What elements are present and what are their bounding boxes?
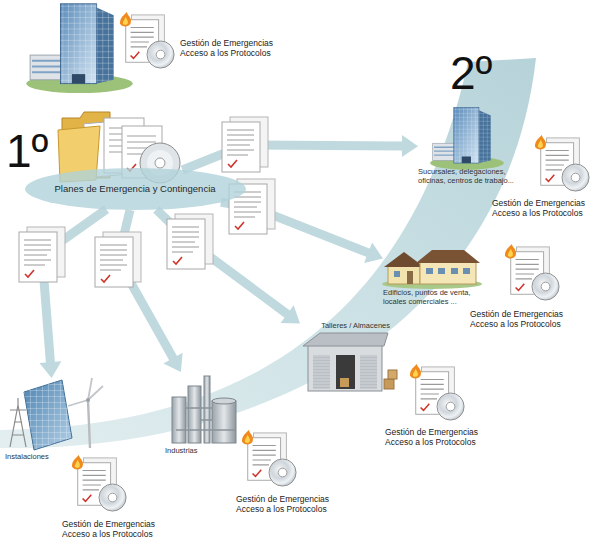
protocol-note: Gestión de Emergencias Acceso a los Prot… — [180, 38, 290, 58]
shops-houses — [388, 266, 420, 284]
site-node: Edificios, puntos de venta, locales come… — [383, 250, 489, 309]
flow-band — [0, 58, 536, 448]
plan-document — [167, 214, 213, 269]
warehouse — [336, 355, 355, 389]
flow-arrow — [156, 210, 300, 324]
protocol-document-cd — [535, 135, 589, 191]
branch-building — [430, 108, 504, 170]
warehouse — [340, 378, 349, 387]
protocol-document-cd — [410, 364, 464, 420]
site-caption: Talleres / Almacenes — [300, 321, 390, 330]
site-node: Instalaciones — [5, 378, 105, 464]
warehouse — [303, 333, 397, 391]
shops-houses — [426, 268, 433, 274]
arrow-head — [39, 361, 61, 378]
site-caption: Industrias — [165, 446, 245, 455]
protocol-document-cd — [242, 430, 296, 486]
headquarters-building — [26, 4, 132, 93]
site-node: Industrias — [165, 372, 245, 458]
warehouse — [303, 333, 388, 346]
warehouse — [360, 355, 377, 389]
installations — [86, 398, 90, 402]
protocol-document-cd — [72, 455, 126, 511]
shops-houses — [420, 262, 476, 284]
flow-arrow — [182, 135, 418, 170]
shops-houses — [463, 268, 470, 274]
branch-building — [430, 108, 504, 170]
warehouse — [313, 355, 330, 389]
protocol-note: Gestión de Emergencias Acceso a los Prot… — [385, 427, 495, 447]
protocol-document-cd — [505, 244, 559, 300]
arrow-head — [402, 135, 418, 157]
plan-document — [19, 227, 65, 282]
band-shape — [25, 168, 246, 210]
factory — [212, 401, 236, 443]
protocol-document-cd — [120, 12, 174, 68]
step-number: 2º — [450, 50, 492, 96]
installations — [24, 380, 72, 450]
factory — [188, 386, 201, 443]
step-number: 1º — [6, 128, 48, 174]
warehouse — [360, 355, 377, 389]
plan-document — [19, 117, 275, 287]
plan-band: Planes de Emergencia y Contingencia — [25, 168, 246, 210]
shops-houses — [451, 268, 458, 274]
headquarters-building — [26, 4, 132, 93]
shops-houses — [382, 250, 482, 289]
plans-folder — [155, 158, 165, 168]
site-caption: Instalaciones — [5, 452, 105, 461]
flow-arrow — [182, 145, 403, 170]
warehouse — [313, 355, 330, 389]
protocol-note: Gestión de Emergencias Acceso a los Prot… — [236, 494, 346, 514]
warehouse — [308, 345, 382, 391]
shops-houses — [416, 250, 480, 263]
shops-houses — [438, 268, 445, 274]
factory — [176, 408, 236, 430]
factory — [212, 398, 236, 404]
installations — [10, 378, 103, 450]
factory — [204, 376, 210, 443]
site-node: Sucursales, delegaciones, oficinas, cent… — [418, 105, 532, 188]
shops-houses — [394, 271, 400, 277]
installations — [88, 400, 90, 448]
protocol-document-cd — [72, 12, 589, 511]
shops-houses — [407, 271, 413, 284]
factory — [172, 397, 186, 443]
installations — [24, 380, 72, 450]
factory — [172, 376, 236, 443]
site-caption: Sucursales, delegaciones, oficinas, cent… — [418, 167, 532, 185]
shops-houses — [384, 252, 424, 267]
warehouse — [384, 379, 394, 389]
arrow-head — [281, 305, 300, 323]
protocol-note: Gestión de Emergencias Acceso a los Prot… — [492, 198, 602, 218]
protocol-note: Gestión de Emergencias Acceso a los Prot… — [470, 309, 580, 329]
protocol-note: Gestión de Emergencias Acceso a los Prot… — [62, 519, 172, 539]
installations — [68, 378, 103, 406]
arrow-head — [364, 243, 383, 263]
site-node: Talleres / Almacenes — [300, 320, 390, 394]
arrow-head — [163, 353, 182, 372]
warehouse — [388, 370, 397, 379]
installations — [10, 398, 26, 447]
plan-document — [95, 232, 141, 287]
plan-document — [222, 117, 268, 172]
band-label: Planes de Emergencia y Contingencia — [54, 183, 215, 194]
site-caption: Edificios, puntos de venta, locales come… — [383, 288, 489, 306]
